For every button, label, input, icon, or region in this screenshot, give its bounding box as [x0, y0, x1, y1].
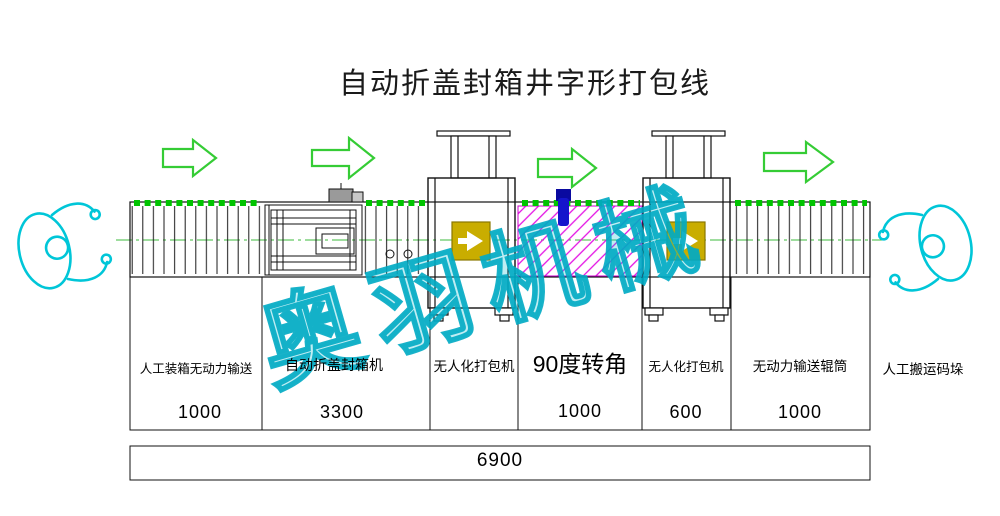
worker-left-icon	[9, 196, 116, 296]
rollers-left	[131, 206, 261, 274]
drawing-title: 自动折盖封箱井字形打包线	[338, 68, 711, 100]
station-label-manual-palletizing: 人工搬运码垛	[882, 362, 964, 377]
station-label-manual-loading: 人工装箱无动力输送	[139, 362, 253, 376]
machine-top-unit	[328, 188, 354, 203]
station-grid	[129, 276, 871, 431]
strap-head-icon	[556, 189, 571, 226]
dim-label-turn-corner: 1000	[557, 401, 603, 421]
flow-arrow-1-icon	[161, 137, 218, 179]
station-label-strapper-2: 无人化打包机	[648, 360, 724, 374]
turn-corner-area	[517, 205, 643, 277]
total-dim-band	[129, 445, 871, 481]
dim-label-strapper-2: 600	[669, 402, 703, 422]
flow-arrow-3-icon	[536, 146, 598, 190]
station-label-strapper-1: 无人化打包机	[433, 359, 515, 374]
folding-sealing-machine	[264, 183, 413, 276]
rollers-right	[732, 206, 869, 274]
dim-label-manual-loading: 1000	[177, 402, 223, 422]
dim-label-total: 6900	[476, 450, 524, 471]
station-label-roller-conveyor: 无动力输送辊筒	[752, 359, 848, 374]
dim-label-folding-sealer: 3300	[319, 402, 365, 422]
station-label-turn-corner: 90度转角	[532, 351, 628, 377]
strapping-machine-1	[427, 130, 516, 322]
dim-label-roller-conveyor: 1000	[777, 402, 823, 422]
flow-arrows	[161, 135, 835, 190]
flow-arrow-4-icon	[762, 139, 835, 185]
rollers-mid	[364, 206, 428, 274]
strapping-machine-2	[642, 130, 731, 322]
flow-arrow-2-icon	[310, 135, 376, 181]
worker-right-icon	[874, 198, 981, 298]
station-label-folding-sealer: 自动折盖封箱机	[285, 357, 383, 373]
